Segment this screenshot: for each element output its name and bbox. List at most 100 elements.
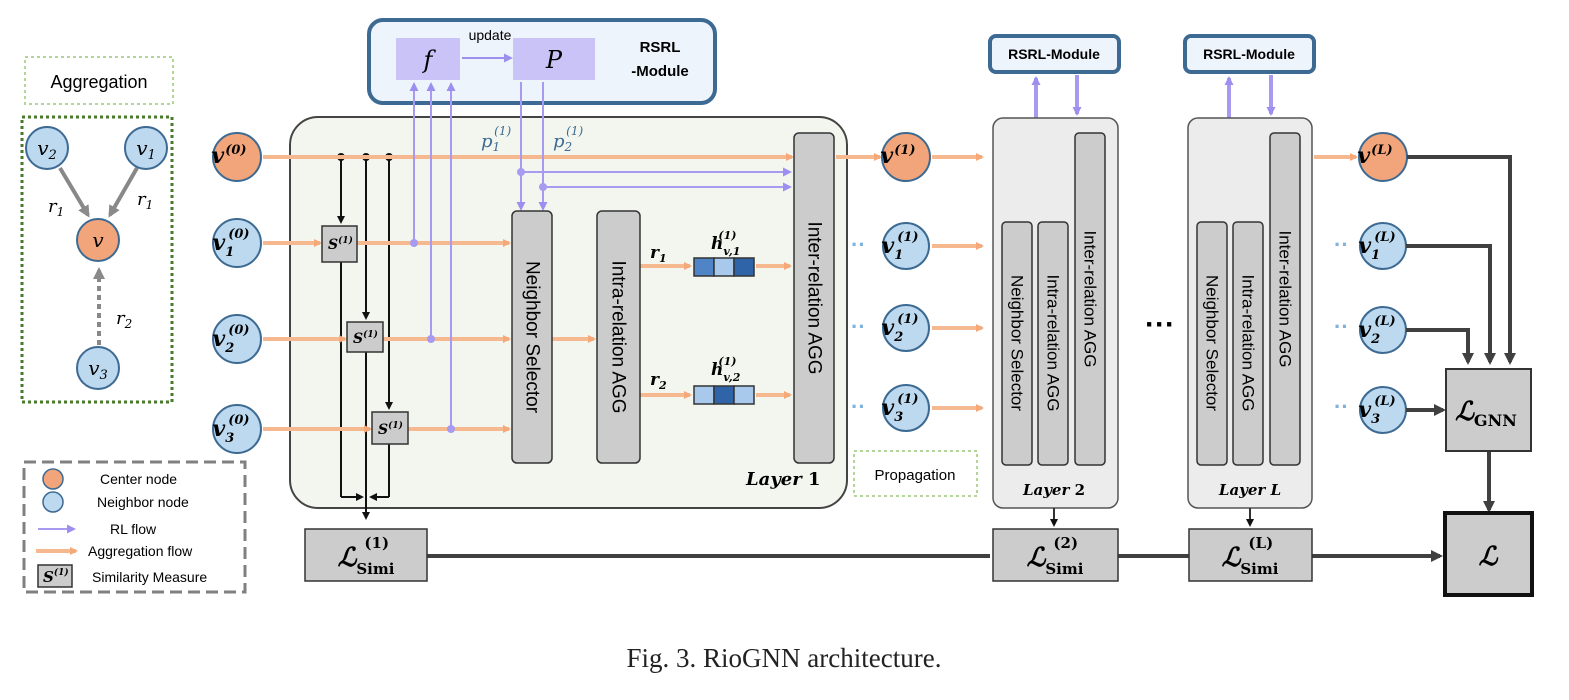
- layer1-frame: [289, 116, 848, 509]
- r1-label: r1: [650, 243, 667, 265]
- p-block: [513, 38, 595, 80]
- simi-arrows: [1050, 508, 1254, 527]
- input-node-v0: v(0): [211, 132, 262, 182]
- edge-label-r2: r2: [116, 308, 132, 331]
- input-node-v2: v2(0): [212, 314, 262, 364]
- edge-label-r1-right: r1: [137, 189, 153, 212]
- agg-node-v1: v1: [124, 126, 168, 170]
- svg-text:v3(0): v3(0): [212, 413, 249, 446]
- layer-ellipsis: ···: [1145, 308, 1175, 341]
- ellipsis-layer1: ·· ·· ··: [851, 232, 866, 419]
- svg-text:v(0): v(0): [211, 143, 246, 169]
- similarity-wiring: [337, 153, 393, 520]
- output-node-v1: v(1): [880, 132, 931, 182]
- svg-text:ℒ: ℒ: [1479, 542, 1499, 572]
- layerL-rsrl-label: RSRL-Module: [1203, 46, 1295, 62]
- svg-text:r2: r2: [116, 308, 132, 331]
- svg-text:··: ··: [851, 394, 866, 419]
- layer2-inter-agg: [1074, 132, 1106, 466]
- layer1-inter-agg-label: Inter-relation AGG: [804, 221, 825, 374]
- edge-v2-v: [58, 166, 90, 218]
- svg-text:··: ··: [1334, 232, 1349, 257]
- edge-label-r1-left: r1: [48, 196, 64, 219]
- loss-total: ℒ: [1443, 511, 1534, 597]
- legend-sim-swatch: S(1): [37, 564, 73, 588]
- p2-label: p2(1): [553, 124, 583, 154]
- layer1-intra-agg-label: Intra-relation AGG: [608, 260, 629, 413]
- h1-label: hv,1(1): [711, 229, 740, 258]
- layer2-rsrl-module: [988, 34, 1121, 74]
- legend-agg-label: Aggregation flow: [88, 543, 193, 559]
- layer1-rl-flows: [409, 82, 792, 429]
- legend-rl-label: RL flow: [110, 521, 157, 537]
- svg-text:hv,1(1): hv,1(1): [711, 229, 740, 258]
- h2-label: hv,2(1): [711, 355, 741, 384]
- update-label: update: [469, 27, 512, 43]
- sim-box-3: S(1): [371, 411, 409, 445]
- svg-text:p1(1): p1(1): [481, 124, 511, 154]
- svg-text:v1(1): v1(1): [881, 230, 918, 263]
- svg-text:v2(0): v2(0): [212, 323, 249, 356]
- svg-text:v: v: [92, 228, 104, 252]
- layerL-neighbor-selector-label: Neighbor Selector: [1203, 275, 1222, 411]
- aggregation-frame: [20, 115, 174, 404]
- layerL-intra-agg: [1232, 221, 1264, 466]
- svg-text:hv,2(1): hv,2(1): [711, 355, 741, 384]
- svg-text:S(1): S(1): [328, 235, 353, 253]
- svg-text:v1(L): v1(L): [1358, 230, 1395, 263]
- layer2-neighbor-selector: [1001, 221, 1033, 466]
- propagation-frame: [853, 450, 978, 497]
- layerL-inter-agg: [1269, 132, 1301, 466]
- svg-text:ℒSimi(1): ℒSimi(1): [338, 534, 395, 578]
- layer2: RSRL-Module Neighbor Selector Intra-rela…: [988, 34, 1121, 509]
- layer1-neighbor-selector-label: Neighbor Selector: [522, 261, 543, 414]
- layer2-intra-agg: [1037, 221, 1069, 466]
- svg-text:··: ··: [851, 314, 866, 339]
- output-node-v1-3: v3(1): [881, 384, 930, 432]
- svg-text:v2(L): v2(L): [1358, 314, 1395, 347]
- gnn-connectors: [427, 155, 1516, 562]
- input-node-v3: v3(0): [212, 404, 262, 454]
- svg-text:ℒGNN: ℒGNN: [1455, 397, 1517, 430]
- agg-node-v3: v3: [76, 346, 120, 390]
- propagation-label: Propagation: [875, 467, 956, 484]
- loss-simi-2: ℒSimi(2): [992, 528, 1119, 582]
- sim-box-2: S(1): [346, 321, 384, 353]
- layer2-label: Layer 2: [1022, 481, 1085, 499]
- svg-text:S(1): S(1): [353, 329, 378, 347]
- svg-text:v2: v2: [37, 136, 57, 163]
- svg-text:v1: v1: [136, 136, 156, 163]
- output-node-v1-1: v1(1): [881, 222, 930, 270]
- edge-v1-v: [108, 167, 139, 218]
- agg-node-v2: v2: [25, 126, 69, 170]
- layerL-inter-agg-label: Inter-relation AGG: [1276, 230, 1295, 367]
- svg-text:r2: r2: [650, 370, 667, 392]
- legend: Center node Neighbor node RL flow Aggreg…: [22, 460, 247, 594]
- layer1-neighbor-selector: [511, 210, 553, 464]
- layer1-output-flows: [836, 153, 984, 412]
- svg-text:v(L): v(L): [1357, 143, 1392, 169]
- loss-simi-1: ℒSimi(1): [304, 528, 428, 582]
- output-node-v1-2: v2(1): [881, 304, 930, 352]
- svg-text:p2(1): p2(1): [553, 124, 583, 154]
- aggregation-title-frame: [24, 56, 174, 105]
- agg-node-v: v: [76, 218, 120, 262]
- aggregation-title: Aggregation: [50, 72, 147, 92]
- svg-text:v3: v3: [88, 356, 108, 383]
- h1-vector: [693, 257, 755, 277]
- f-block: [396, 38, 460, 80]
- layer1-intra-agg: [596, 210, 641, 464]
- svg-text:v3(L): v3(L): [1358, 394, 1395, 427]
- p1-label: p1(1): [481, 124, 511, 154]
- svg-text:v1(0): v1(0): [212, 227, 249, 260]
- layerL-label: Layer L: [1218, 481, 1281, 499]
- layerL-rsrl-module: [1183, 34, 1316, 74]
- output-node-vL-2: v2(L): [1358, 306, 1407, 354]
- h2-vector: [693, 385, 755, 405]
- svg-text:ℒSimi(L): ℒSimi(L): [1222, 534, 1279, 578]
- rsrl-title-1: RSRL: [640, 39, 681, 56]
- svg-text:··: ··: [1334, 314, 1349, 339]
- legend-sim-label: Similarity Measure: [92, 569, 207, 585]
- r2-label: r2: [650, 370, 667, 392]
- p-label: P: [545, 46, 563, 74]
